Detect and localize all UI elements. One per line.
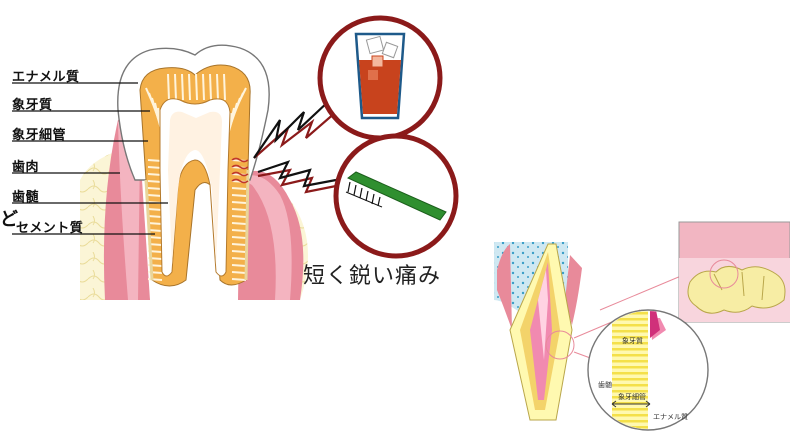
iced-drink-icon — [320, 18, 440, 138]
label-dentin: 象牙質 — [12, 94, 53, 113]
inset-label-enamel: エナメル質 — [653, 412, 688, 422]
inset-label-dentin: 象牙質 — [622, 336, 643, 346]
gum-photo-inset — [679, 222, 790, 322]
inset-label-tubules: 象牙細管 — [618, 392, 646, 402]
label-enamel: エナメル質 — [12, 66, 80, 85]
tooth-cross-section — [494, 242, 582, 420]
label-pulp: 歯髄 — [12, 186, 39, 205]
toothbrush-icon — [336, 136, 456, 256]
cut-off-glyph: ど — [0, 205, 18, 231]
label-dentinal-tubules: 象牙細管 — [12, 124, 66, 143]
pain-caption: 短く鋭い痛み — [303, 258, 441, 290]
label-gums: 歯肉 — [12, 156, 39, 175]
label-cementum: セメント質 — [16, 217, 83, 236]
magnified-inset — [588, 310, 708, 432]
inset-label-pulp: 歯髄 — [598, 380, 612, 390]
